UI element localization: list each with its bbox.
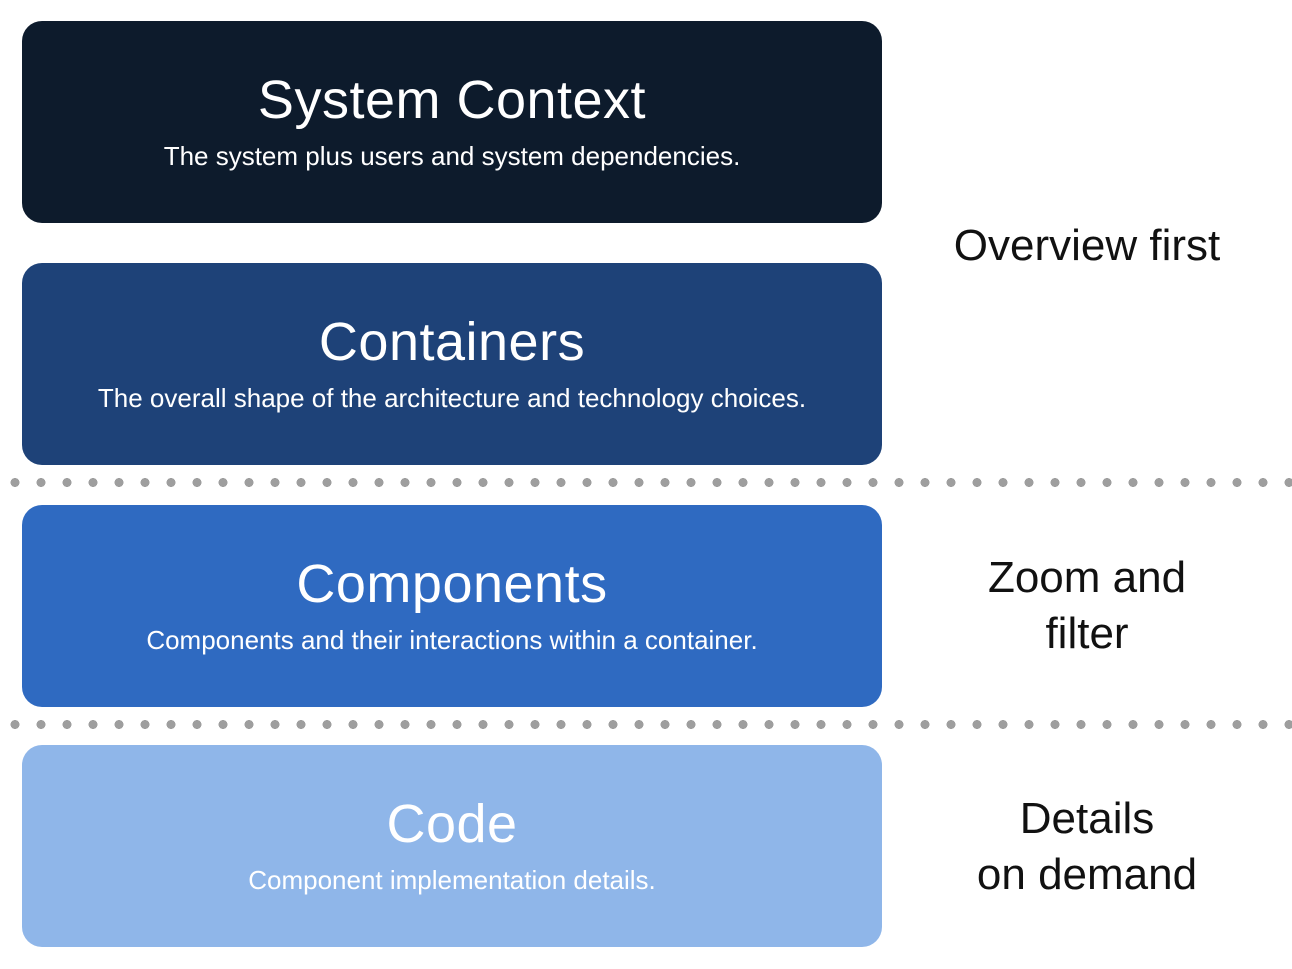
level-title-system-context: System Context bbox=[257, 70, 647, 131]
annotation-details-on-demand: Details on demand bbox=[882, 791, 1292, 903]
dotted-separator-lower bbox=[0, 720, 1292, 729]
level-box-code: Code Component implementation details. bbox=[22, 745, 882, 947]
level-description-containers: The overall shape of the architecture an… bbox=[97, 383, 807, 414]
level-title-code: Code bbox=[386, 794, 518, 855]
level-description-system-context: The system plus users and system depende… bbox=[163, 141, 741, 172]
annotation-line: on demand bbox=[976, 849, 1198, 899]
annotation-overview-first: Overview first bbox=[882, 218, 1292, 274]
level-box-containers: Containers The overall shape of the arch… bbox=[22, 263, 882, 465]
level-box-system-context: System Context The system plus users and… bbox=[22, 21, 882, 223]
level-description-components: Components and their interactions within… bbox=[146, 625, 758, 656]
annotation-line: Details bbox=[1019, 794, 1155, 843]
level-title-containers: Containers bbox=[318, 312, 586, 373]
annotation-line: Overview first bbox=[953, 221, 1221, 270]
level-description-code: Component implementation details. bbox=[248, 865, 656, 896]
annotation-line: Zoom and bbox=[987, 553, 1187, 602]
level-title-components: Components bbox=[296, 554, 608, 615]
annotation-zoom-and-filter: Zoom and filter bbox=[882, 550, 1292, 662]
annotation-line: filter bbox=[1045, 608, 1129, 658]
level-box-components: Components Components and their interact… bbox=[22, 505, 882, 707]
dotted-separator-upper bbox=[0, 478, 1292, 487]
